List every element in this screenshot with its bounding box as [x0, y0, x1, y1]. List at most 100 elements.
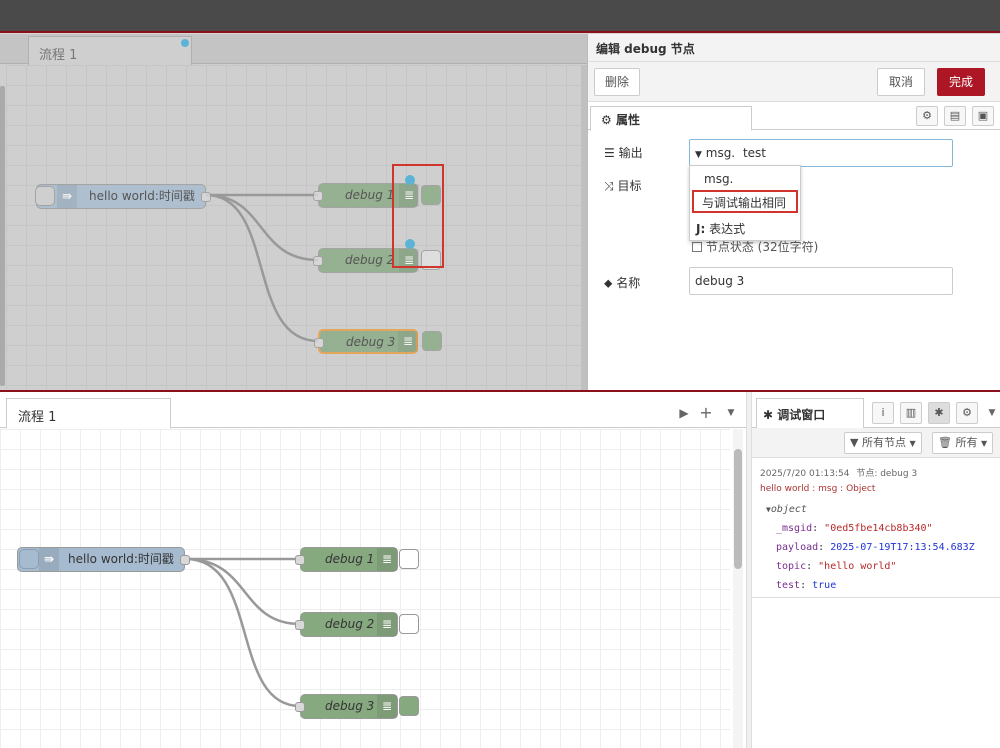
input-port[interactable] — [295, 702, 305, 712]
inject-button[interactable] — [19, 549, 39, 569]
info-icon[interactable]: i — [872, 402, 894, 424]
tag-icon: ⬥ — [604, 276, 613, 290]
prop-key: _msgid — [776, 523, 813, 534]
debug-toggle-button[interactable] — [399, 549, 419, 569]
dropdown-item-expression[interactable]: J: 表达式 — [690, 218, 800, 240]
status-checkbox[interactable] — [692, 242, 702, 252]
debug-toggle-button[interactable] — [399, 696, 419, 716]
list-icon: ≣ — [377, 695, 397, 718]
type-prefix: msg. — [705, 146, 736, 160]
top-tab-bar: 流程 1 — [0, 34, 587, 65]
scrollbar-thumb[interactable] — [734, 449, 742, 569]
output-value: test — [742, 146, 766, 160]
debug-toggle-button[interactable] — [421, 250, 441, 270]
name-input[interactable]: debug 3 — [689, 267, 953, 295]
debug-label: debug 3 — [346, 335, 396, 349]
sidebar-divider[interactable] — [746, 392, 752, 748]
expression-icon: J: — [696, 222, 706, 236]
prop-row: _msgid: "0ed5fbe14cb8b340" — [776, 523, 933, 534]
right-scrollbar[interactable] — [581, 65, 587, 390]
appearance-icon[interactable]: ▣ — [972, 106, 994, 126]
status-row: 节点状态 (32位字符) — [692, 238, 818, 255]
dropdown-item-msg[interactable]: msg. — [704, 172, 734, 186]
sidebar-menu-icon[interactable]: ▼ — [988, 408, 996, 418]
output-port[interactable] — [201, 192, 211, 202]
debug-node-2[interactable]: debug 2 ≣ — [295, 612, 419, 637]
prop-value: "0ed5fbe14cb8b340" — [824, 523, 933, 534]
input-port[interactable] — [295, 555, 305, 565]
type-dropdown-menu: msg. 与调试输出相同 J: 表达式 — [689, 165, 801, 241]
debug-node-3[interactable]: debug 3 ≣ — [314, 329, 442, 354]
bug-icon: ✱ — [763, 408, 774, 422]
scroll-right-icon[interactable]: ▶ — [679, 406, 689, 420]
bug-icon[interactable]: ✱ — [928, 402, 950, 424]
filter-label: 所有节点 — [861, 436, 906, 449]
debug-node-1[interactable]: debug 1 ≣ — [295, 547, 419, 572]
tab-menu-icon[interactable]: ▼ — [727, 408, 735, 418]
changed-dot-icon — [405, 239, 415, 249]
output-label-row: ☰ 输出 — [604, 144, 643, 161]
tab-debug[interactable]: ✱ 调试窗口 — [756, 398, 864, 429]
filter-nodes-button[interactable]: ▼ 所有节点 ▼ — [844, 432, 922, 454]
top-header-bar — [0, 0, 1000, 33]
message-timestamp: 2025/7/20 01:13:54 — [760, 469, 850, 479]
canvas-scrollbar[interactable] — [733, 429, 743, 748]
changed-dot-icon — [181, 39, 189, 47]
done-button[interactable]: 完成 — [937, 68, 985, 96]
sidebar-tab-bar: ✱ 调试窗口 i ▥ ✱ ⚙ ▼ — [752, 398, 1000, 429]
input-port[interactable] — [295, 620, 305, 630]
inject-label: hello world:时间戳 — [89, 189, 195, 203]
output-port[interactable] — [180, 555, 190, 565]
list-icon: ≣ — [377, 613, 397, 636]
debug-toggle-button[interactable] — [422, 331, 442, 351]
debug-toggle-button[interactable] — [399, 614, 419, 634]
input-port[interactable] — [314, 338, 324, 348]
debug-toggle-button[interactable] — [421, 185, 441, 205]
prop-key: payload — [776, 542, 819, 553]
edit-tray: 编辑 debug 节点 删除 取消 完成 ⚙ 属性 ⚙ ▤ ▣ ☰ 输出 ▼ m… — [587, 34, 1000, 390]
inject-node[interactable]: ⇛ hello world:时间戳 — [17, 547, 190, 572]
debug-message[interactable]: 2025/7/20 01:13:54 节点: debug 3 hello wor… — [752, 458, 1000, 598]
dropdown-label: 表达式 — [709, 222, 746, 236]
bottom-tab-bar: 流程 1 ▶ + ▼ — [0, 398, 746, 429]
dropdown-item-same-as-debug[interactable]: 与调试输出相同 — [702, 196, 787, 210]
book-icon[interactable]: ▥ — [900, 402, 922, 424]
bottom-screenshot: 流程 1 ▶ + ▼ ⇛ hello world:时间戳 debug 1 ≣ d… — [0, 390, 1000, 748]
message-path: hello world : msg : Object — [760, 484, 876, 494]
add-tab-icon[interactable]: + — [699, 403, 713, 422]
prop-row: test: true — [776, 580, 837, 591]
changed-dot-icon — [405, 175, 415, 185]
inject-button[interactable] — [35, 186, 55, 206]
tab-label: 属性 — [615, 113, 640, 127]
left-scrollbar[interactable] — [0, 86, 5, 386]
output-label: 输出 — [618, 146, 643, 160]
object-toggle[interactable]: ▼object — [766, 504, 807, 515]
settings-icon[interactable]: ⚙ — [916, 106, 938, 126]
prop-value: "hello world" — [818, 561, 897, 572]
gear-icon[interactable]: ⚙ — [956, 402, 978, 424]
target-label: 目标 — [617, 179, 642, 193]
debug-sidebar: ✱ 调试窗口 i ▥ ✱ ⚙ ▼ ▼ 所有节点 ▼ 🗑 所有 ▼ 2025/7/… — [752, 392, 1000, 748]
tab-properties[interactable]: ⚙ 属性 — [590, 106, 752, 131]
prop-value: true — [812, 580, 837, 591]
inject-node[interactable]: ⇛ hello world:时间戳 — [35, 184, 211, 209]
delete-button[interactable]: 删除 — [594, 68, 640, 96]
tab-flow-1[interactable]: 流程 1 — [28, 36, 192, 65]
bottom-canvas[interactable]: ⇛ hello world:时间戳 debug 1 ≣ debug 2 ≣ de… — [0, 429, 730, 748]
output-input[interactable]: ▼ msg. test — [689, 139, 953, 167]
description-icon[interactable]: ▤ — [944, 106, 966, 126]
input-port[interactable] — [313, 191, 323, 201]
tab-flow-1[interactable]: 流程 1 — [6, 398, 171, 429]
gear-icon: ⚙ — [601, 113, 612, 127]
clear-all-button[interactable]: 🗑 所有 ▼ — [932, 432, 994, 454]
input-port[interactable] — [313, 256, 323, 266]
debug-node-1[interactable]: debug 1 ≣ — [313, 183, 441, 208]
list-icon: ≣ — [377, 548, 397, 571]
caret-down-icon: ▼ — [766, 505, 771, 514]
debug-node-3[interactable]: debug 3 ≣ — [295, 694, 419, 719]
top-workspace: 流程 1 ⇛ hello world:时间戳 — [0, 34, 587, 390]
cancel-button[interactable]: 取消 — [877, 68, 925, 96]
highlight-box — [692, 190, 798, 213]
tab-label: 调试窗口 — [777, 408, 826, 422]
top-canvas[interactable]: ⇛ hello world:时间戳 debug 1 ≣ debug 2 ≣ — [6, 65, 581, 390]
